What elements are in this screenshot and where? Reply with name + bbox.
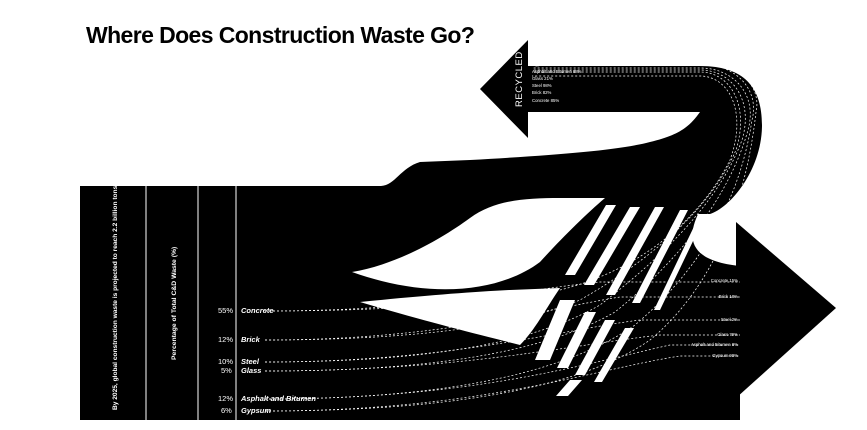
- material-row: 12% Asphalt and Bitumen: [218, 394, 316, 403]
- landfill-label-item: Steel 2%: [721, 317, 738, 322]
- landfill-label-item: Concrete 15%: [711, 278, 738, 283]
- white-gap-lower: [360, 288, 560, 345]
- landfill-label-item: Glass 79%: [717, 332, 738, 337]
- recycled-label-item: Brick 82%: [532, 90, 552, 95]
- material-row: 10% Steel: [218, 357, 260, 366]
- landfill-arrow: [736, 222, 836, 398]
- material-name: Asphalt and Bitumen: [240, 394, 316, 403]
- material-pct: 55%: [218, 306, 233, 315]
- material-row: 12% Brick: [218, 335, 261, 344]
- flow-lines: [264, 61, 758, 412]
- material-name: Gypsum: [241, 406, 271, 415]
- recycled-label-item: Asphalt and Bitumen 88%: [532, 69, 582, 74]
- material-pct: 10%: [218, 357, 233, 366]
- landfill-label-item: Brick 18%: [719, 294, 739, 299]
- recycled-loop: [530, 66, 762, 214]
- sidebar-dividers: [145, 186, 237, 420]
- landfill-label: LANDFILL: [758, 282, 773, 352]
- projection-text: By 2025, global construction waste is pr…: [112, 185, 119, 410]
- recycled-label: RECYCLED: [514, 51, 525, 107]
- material-pct: 12%: [218, 394, 233, 403]
- recycled-label-item: Steel 98%: [532, 83, 552, 88]
- material-pct: 12%: [218, 335, 233, 344]
- material-pct: 6%: [221, 406, 232, 415]
- recycled-label-item: Glass 21%: [532, 76, 553, 81]
- material-pct: 5%: [221, 366, 232, 375]
- material-name: Steel: [241, 357, 260, 366]
- landfill-label-item: Asphalt and Bitumen 8%: [691, 342, 738, 347]
- axis-label: Percentage of Total C&D Waste (%): [171, 247, 178, 360]
- material-name: Brick: [241, 335, 261, 344]
- recycled-labels: Gypsum 10% Asphalt and Bitumen 88% Glass…: [532, 62, 582, 103]
- material-name: Concrete: [241, 306, 274, 315]
- recycled-label-item: Concrete 85%: [532, 98, 559, 103]
- white-slivers: [535, 205, 706, 396]
- white-gap-upper: [352, 198, 605, 290]
- landfill-labels: Concrete 15% Brick 18% Steel 2% Glass 79…: [691, 278, 738, 358]
- material-row: 6% Gypsum: [221, 406, 271, 415]
- page-title: Where Does Construction Waste Go?: [86, 22, 475, 48]
- landfill-label-item: Gypsum 90%: [712, 353, 738, 358]
- recycled-label-item: Gypsum 10%: [532, 62, 558, 67]
- material-row: 55% Concrete: [218, 306, 274, 315]
- material-row: 5% Glass: [221, 366, 261, 375]
- material-name: Glass: [241, 366, 261, 375]
- recycled-arrow: [480, 40, 545, 138]
